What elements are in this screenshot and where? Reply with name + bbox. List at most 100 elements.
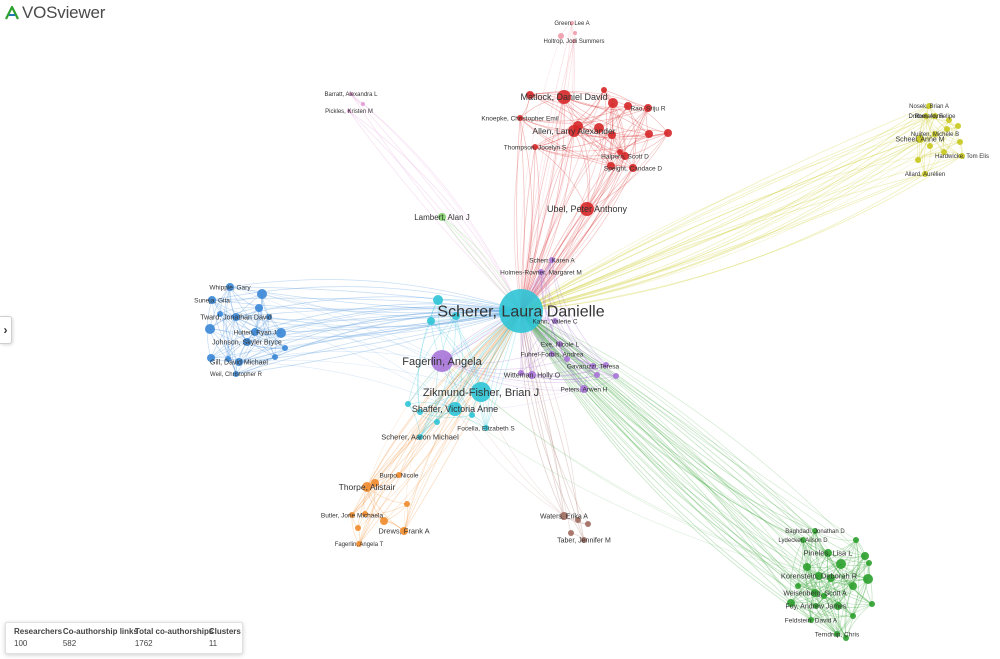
researcher-node[interactable] <box>433 295 443 305</box>
researcher-node-holmes[interactable] <box>538 269 544 275</box>
researcher-node[interactable] <box>205 324 215 334</box>
researcher-node[interactable] <box>645 130 653 138</box>
researcher-node-nuijten[interactable] <box>932 131 938 137</box>
researcher-node[interactable] <box>607 162 615 170</box>
researcher-node[interactable] <box>957 139 963 145</box>
researcher-node-scheel[interactable] <box>916 135 924 143</box>
researcher-node[interactable] <box>257 289 267 299</box>
researcher-node[interactable] <box>362 511 368 517</box>
researcher-node[interactable] <box>915 157 921 163</box>
researcher-node-waters[interactable] <box>560 512 568 520</box>
researcher-node[interactable] <box>452 312 460 320</box>
researcher-node[interactable] <box>836 559 846 569</box>
researcher-node[interactable] <box>664 129 672 137</box>
researcher-node-gavaruzzi[interactable] <box>590 363 596 369</box>
researcher-node-knoepke[interactable] <box>517 115 523 121</box>
researcher-node-lydecker[interactable] <box>800 537 806 543</box>
researcher-node[interactable] <box>518 370 524 376</box>
researcher-node-foy[interactable] <box>813 603 819 609</box>
researcher-node[interactable] <box>417 409 423 415</box>
researcher-node-taber[interactable] <box>581 537 587 543</box>
researcher-node[interactable] <box>827 574 835 582</box>
researcher-node-butler[interactable] <box>349 512 355 518</box>
researcher-node[interactable] <box>601 87 607 93</box>
researcher-node[interactable] <box>594 123 604 133</box>
researcher-node[interactable] <box>255 304 263 312</box>
researcher-node[interactable] <box>404 501 410 507</box>
researcher-node[interactable] <box>821 593 827 599</box>
researcher-node-terndrup[interactable] <box>834 631 840 637</box>
researcher-node[interactable] <box>603 362 609 368</box>
researcher-node[interactable] <box>558 33 564 39</box>
researcher-node-rao[interactable] <box>644 104 652 112</box>
researcher-node[interactable] <box>427 317 435 325</box>
researcher-node-speight[interactable] <box>629 164 637 172</box>
researcher-node[interactable] <box>863 574 873 584</box>
researcher-node-exe[interactable] <box>557 341 563 347</box>
researcher-node[interactable] <box>361 102 365 106</box>
researcher-node[interactable] <box>207 354 215 362</box>
researcher-node-fagerlin_at[interactable] <box>356 541 362 547</box>
researcher-node[interactable] <box>573 31 577 35</box>
researcher-node[interactable] <box>850 613 856 619</box>
researcher-node-thompson[interactable] <box>532 144 538 150</box>
researcher-node[interactable] <box>225 356 231 362</box>
researcher-node[interactable] <box>568 530 574 536</box>
researcher-node-fuhrel[interactable] <box>549 351 555 357</box>
researcher-node-pickles[interactable] <box>347 109 351 113</box>
researcher-node[interactable] <box>405 401 411 407</box>
researcher-node-drews[interactable] <box>400 527 408 535</box>
researcher-node-nosek[interactable] <box>926 103 932 109</box>
researcher-node-scherr[interactable] <box>549 257 555 263</box>
researcher-node-lambert[interactable] <box>438 213 446 221</box>
researcher-node[interactable] <box>585 521 591 527</box>
researcher-node[interactable] <box>946 117 952 123</box>
researcher-node-matlock[interactable] <box>557 90 571 104</box>
researcher-node[interactable] <box>869 601 875 607</box>
researcher-node-green[interactable] <box>570 21 574 25</box>
researcher-node-suneja[interactable] <box>208 296 216 304</box>
researcher-node-kahn[interactable] <box>552 318 558 324</box>
researcher-node-scherer_ld[interactable] <box>499 289 543 333</box>
researcher-node[interactable] <box>861 552 869 560</box>
researcher-node-allard[interactable] <box>922 171 928 177</box>
researcher-node-gill[interactable] <box>235 358 243 366</box>
researcher-node-zikmund[interactable] <box>471 382 491 402</box>
researcher-node[interactable] <box>944 126 950 132</box>
researcher-node[interactable] <box>787 599 795 607</box>
researcher-node[interactable] <box>617 149 623 155</box>
researcher-node-dreber[interactable] <box>923 113 929 119</box>
researcher-node[interactable] <box>272 354 278 360</box>
researcher-node-witteman[interactable] <box>528 371 536 379</box>
researcher-node-korenstein[interactable] <box>815 572 823 580</box>
researcher-node[interactable] <box>955 123 961 129</box>
researcher-node[interactable] <box>866 560 872 566</box>
researcher-node[interactable] <box>613 373 619 379</box>
researcher-node[interactable] <box>266 314 272 320</box>
researcher-node[interactable] <box>624 102 632 110</box>
researcher-node[interactable] <box>795 583 801 589</box>
researcher-node-hutten[interactable] <box>251 328 259 336</box>
researcher-node[interactable] <box>594 372 600 378</box>
researcher-node[interactable] <box>371 479 379 487</box>
researcher-node-romero[interactable] <box>932 113 938 119</box>
researcher-node-shaffer[interactable] <box>448 402 462 416</box>
researcher-node[interactable] <box>469 412 475 418</box>
researcher-node-holtrop[interactable] <box>572 39 576 43</box>
researcher-node[interactable] <box>282 345 288 351</box>
researcher-node-focella[interactable] <box>483 425 489 431</box>
sidebar-toggle-button[interactable]: › <box>0 316 12 344</box>
researcher-node-weisenberg[interactable] <box>811 589 819 597</box>
researcher-node-thorpe[interactable] <box>362 482 372 492</box>
researcher-node[interactable] <box>843 635 849 641</box>
researcher-node[interactable] <box>526 91 534 99</box>
researcher-node[interactable] <box>853 537 859 543</box>
researcher-node-hardwicke[interactable] <box>959 153 965 159</box>
researcher-node-scherer_am[interactable] <box>417 434 423 440</box>
researcher-node-barratt[interactable] <box>349 92 353 96</box>
researcher-node-burpo[interactable] <box>396 472 402 478</box>
researcher-node[interactable] <box>276 328 286 338</box>
researcher-node[interactable] <box>434 419 440 425</box>
researcher-node[interactable] <box>217 311 223 317</box>
